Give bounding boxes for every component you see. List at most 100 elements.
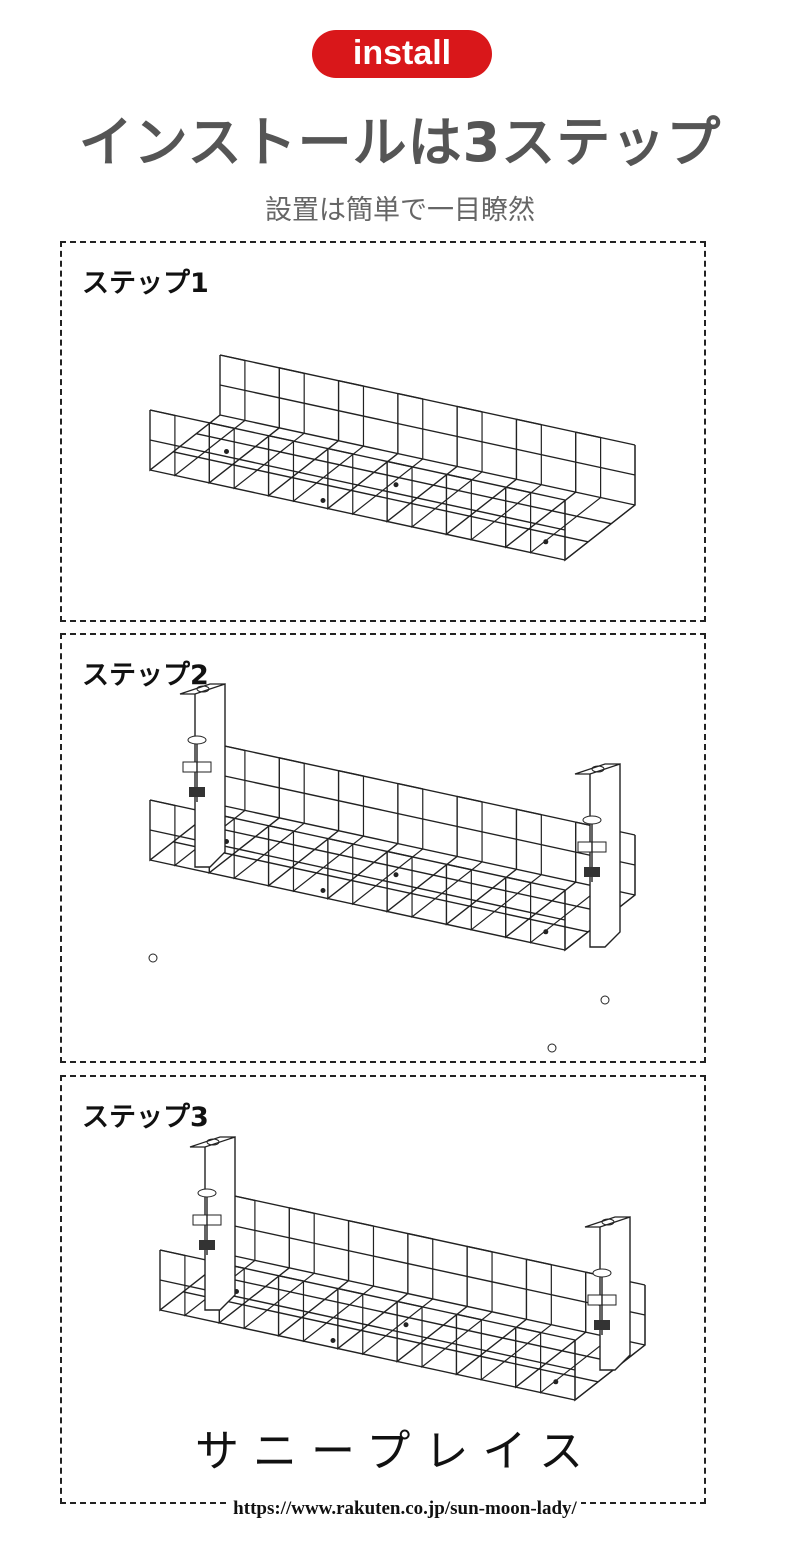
tray-wire-top — [327, 447, 353, 455]
wing-knob — [594, 1320, 610, 1330]
tray-cross-wire — [267, 380, 340, 498]
step-3-label: ステップ3 — [82, 1102, 209, 1133]
tray-wire-top — [278, 1275, 304, 1282]
step-1-label: ステップ1 — [82, 268, 209, 299]
tray-cross-wire — [445, 419, 518, 536]
tray-hole — [330, 1338, 336, 1343]
tray-wire-top — [338, 770, 364, 777]
tray-wire-top — [149, 409, 176, 417]
tray-cross-wire — [327, 783, 399, 901]
watermark-text: サニープレイス — [195, 1426, 598, 1477]
tray-cross-wire — [149, 355, 221, 472]
tray-wire-top — [446, 863, 472, 871]
wing-knob — [584, 867, 600, 877]
install-badge: install — [312, 30, 492, 78]
tray-wire-top — [515, 1326, 541, 1334]
tray-wire-top — [386, 850, 413, 858]
tray-wire-top — [505, 486, 531, 494]
tray-rail — [219, 384, 636, 476]
nut — [600, 995, 610, 1005]
mounting-bracket — [589, 763, 621, 948]
tray-cross-wire — [327, 393, 399, 511]
tray-rail — [182, 1291, 599, 1383]
tray-cross-wire — [337, 1233, 409, 1351]
tray-hole — [553, 1379, 559, 1385]
tray-cross-wire — [386, 406, 458, 523]
bracket-hole — [601, 1218, 615, 1226]
bracket-top-plate — [574, 763, 621, 775]
tray-rail — [196, 823, 612, 915]
tray-wire-top — [456, 795, 483, 803]
tray-cross-wire — [505, 822, 577, 939]
tray-wire-top — [407, 1232, 433, 1240]
tray-cross-wire — [208, 367, 280, 485]
tray-wire-top — [516, 808, 542, 816]
screw-head — [592, 1268, 612, 1278]
tray-wire-top — [348, 1220, 374, 1227]
tray-wire-top — [337, 1287, 363, 1295]
tray-wire-top — [149, 799, 176, 807]
page-title: インストールは3ステップ — [78, 111, 722, 174]
tray-hole — [403, 1322, 409, 1328]
tray-wire-top — [397, 392, 423, 400]
bracket-top-plate — [189, 1136, 236, 1148]
tray-rail — [219, 774, 636, 866]
mounting-bracket — [599, 1216, 631, 1371]
tray-wire-top — [575, 431, 601, 439]
tray-rail — [159, 1309, 576, 1401]
tray-hole — [543, 929, 549, 935]
page-subtitle: 設置は簡単で一目瞭然 — [265, 195, 535, 226]
bracket-hole — [591, 765, 605, 773]
tray-wire-top — [219, 354, 246, 362]
mounting-bracket — [194, 683, 226, 868]
tray-wire-top — [268, 435, 294, 442]
tray-wire-top — [397, 782, 423, 790]
tray-wire-top — [209, 422, 235, 429]
tray-wire-top — [456, 1313, 482, 1321]
tray-rail — [196, 433, 612, 525]
bracket-top-plate — [584, 1216, 631, 1228]
tray-wire-top — [526, 1258, 552, 1266]
tray-wire-top — [159, 1249, 186, 1257]
tray-cross-wire — [277, 1220, 350, 1338]
tray-wire-top — [268, 825, 294, 832]
nut — [148, 953, 158, 963]
tray-cross-wire — [386, 796, 458, 913]
tray-rail — [229, 1224, 646, 1316]
tray-hole — [393, 482, 399, 488]
tray-wire-top — [505, 876, 531, 884]
tray-rail — [219, 804, 636, 896]
screw-head — [582, 815, 602, 825]
tray-rail — [206, 1273, 622, 1365]
tray-wire-top — [279, 367, 305, 374]
tray-wire-top — [466, 1245, 493, 1253]
tray-rail — [172, 841, 589, 933]
screw-head — [187, 735, 207, 745]
tray-rail — [229, 1254, 646, 1346]
tray-wire-top — [386, 460, 413, 468]
bracket-top-plate — [179, 683, 226, 695]
wing-knob — [199, 1240, 215, 1250]
step-1-panel: ステップ1 — [60, 241, 706, 622]
tray-wire-top — [396, 1300, 423, 1308]
tray-cross-wire — [396, 1246, 468, 1363]
nut — [547, 1043, 557, 1053]
tray-cross-wire — [267, 770, 340, 888]
tray-cross-wire — [515, 1272, 587, 1389]
tray-wire-top — [289, 1207, 315, 1214]
shop-url-text: https://www.rakuten.co.jp/sun-moon-lady/ — [229, 1498, 581, 1519]
wing-knob — [189, 787, 205, 797]
tray-hole — [320, 888, 326, 893]
tray-wire-top — [327, 837, 353, 845]
bracket-hole — [196, 685, 210, 693]
step-2-panel: ステップ2 — [60, 633, 706, 1063]
tray-rail — [219, 414, 636, 506]
tray-cross-wire — [505, 432, 577, 549]
tray-hole — [224, 449, 229, 454]
tray-cross-wire — [445, 809, 518, 926]
tray-cross-wire — [455, 1259, 528, 1376]
tray-rail — [149, 469, 566, 561]
tray-wire-top — [338, 380, 364, 387]
tray-wire-top — [279, 757, 305, 764]
